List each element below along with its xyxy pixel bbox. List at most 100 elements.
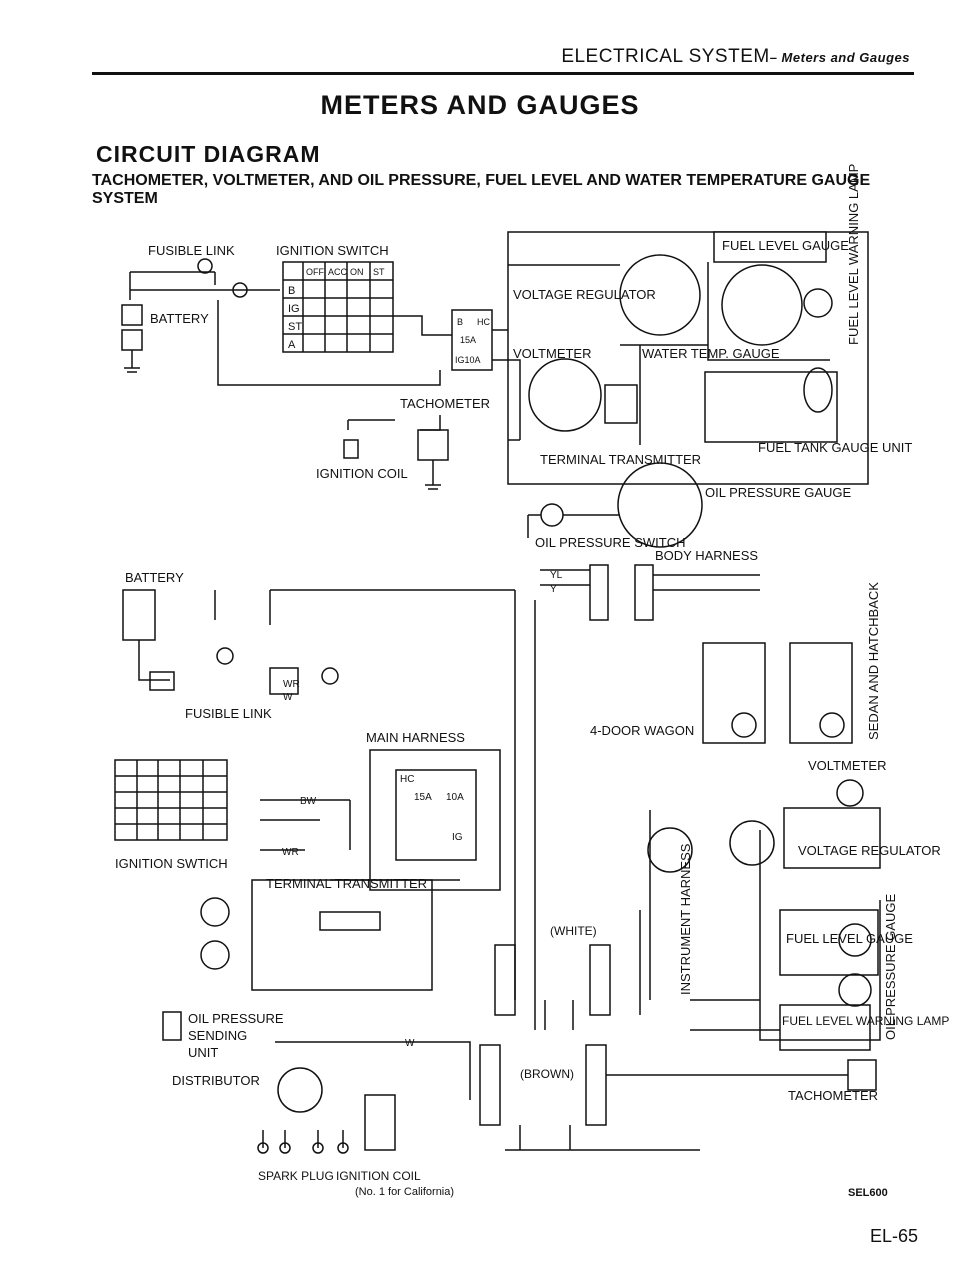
bottom-fuse-15a: 15A — [414, 792, 432, 803]
bottom-tachometer-connector — [847, 1059, 877, 1091]
body-harness-connector-a — [589, 564, 609, 621]
top-cluster-wires — [508, 262, 830, 445]
top-water-temp-label: WATER TEMP. GAUGE — [642, 346, 780, 361]
top-switch-row-b: B — [288, 285, 295, 297]
top-fuel-tank-label: FUEL TANK GAUGE UNIT — [758, 440, 912, 455]
top-fusible-link-label: FUSIBLE LINK — [148, 243, 235, 258]
instrument-wires — [639, 810, 881, 1041]
page-number: EL-65 — [870, 1226, 919, 1246]
bottom-oil-sending-wire — [275, 1041, 471, 1100]
brown-connector-label: (BROWN) — [520, 1067, 574, 1081]
top-oil-switch-wires — [527, 514, 620, 538]
main-harness-label: MAIN HARNESS — [366, 730, 465, 745]
bottom-transmitter-symbol — [319, 911, 381, 931]
wagon-sender-gauge — [731, 712, 757, 738]
top-tach-wire — [347, 415, 441, 431]
top-battery-minus — [121, 329, 143, 351]
top-schematic: FUSIBLE LINK BATTERY IGNITION SWITCH OFF… — [121, 164, 912, 550]
wagon-sender-box — [702, 642, 766, 744]
tach-wire — [606, 1029, 848, 1076]
top-oil-pressure-switch-label: OIL PRESSURE SWITCH — [535, 535, 685, 550]
bottom-fuel-gauge-dial — [838, 923, 872, 957]
top-fuse-u-connector — [197, 258, 213, 274]
page-title: METERS AND GAUGES — [320, 90, 640, 120]
white-connector-label: (WHITE) — [550, 924, 597, 938]
bottom-ignition-coil-note: (No. 1 for California) — [355, 1186, 454, 1198]
bottom-fusible-connector — [269, 667, 299, 695]
bottom-ignition-switch-label: IGNITION SWTICH — [115, 856, 228, 871]
top-fuel-level-gauge — [721, 264, 803, 346]
bottom-voltmeter-label: VOLTMETER — [808, 758, 887, 773]
bottom-fuse-hc: HC — [400, 774, 414, 785]
spark-plug-1 — [257, 1142, 269, 1154]
wire-wr: WR — [283, 679, 300, 690]
top-battery-label: BATTERY — [150, 311, 209, 326]
bottom-fuse-10a: 10A — [446, 792, 464, 803]
body-harness-wires — [540, 569, 760, 591]
top-switch-col-off: OFF — [306, 267, 324, 277]
wire-w-oil: W — [405, 1038, 415, 1049]
harness-wires — [505, 600, 700, 1151]
wire-w: W — [283, 692, 293, 703]
top-fuel-tank-unit-box — [704, 371, 838, 443]
main-harness-box — [369, 749, 501, 891]
top-switch-row-ig: IG — [288, 303, 300, 315]
bottom-oil-sending-unit-label-3: UNIT — [188, 1045, 218, 1060]
spark-plug-4 — [337, 1142, 349, 1154]
figure-code: SEL600 — [848, 1187, 888, 1199]
top-ignition-switch-label: IGNITION SWITCH — [276, 243, 389, 258]
top-fuse-hc: HC — [477, 317, 490, 327]
bottom-tachometer-label: TACHOMETER — [788, 1088, 878, 1103]
running-header: ELECTRICAL SYSTEM– Meters and Gauges — [460, 46, 910, 68]
bottom-fusible-u — [216, 647, 234, 665]
bottom-battery-label: BATTERY — [125, 570, 184, 585]
diagram-subtitle: TACHOMETER, VOLTMETER, AND OIL PRESSURE,… — [92, 172, 871, 207]
top-battery-plus — [121, 304, 143, 326]
bottom-fuse-block — [395, 769, 477, 861]
bottom-spark-plug-wires — [262, 1130, 344, 1148]
header-subsection: – Meters and Gauges — [769, 50, 910, 65]
spark-plug-3 — [312, 1142, 324, 1154]
top-fuel-warning-lamp-label: FUEL LEVEL WARNING LAMP — [846, 164, 861, 345]
top-power-wires — [217, 300, 521, 440]
bottom-warning-lamp-box — [779, 1004, 871, 1051]
top-fuse-15a: 15A — [460, 335, 476, 345]
bottom-distributor-label: DISTRIBUTOR — [172, 1073, 260, 1088]
top-fuel-level-title-box — [713, 231, 827, 263]
bottom-oil-pressure-gauge-label: OIL PRESSURE GAUGE — [883, 894, 898, 1040]
bottom-switch-grid-lines — [115, 760, 227, 840]
top-tachometer-label: TACHOMETER — [400, 396, 490, 411]
bottom-transmitter-connector-b — [200, 940, 230, 970]
sedan-sender-box — [789, 642, 853, 744]
top-ignition-coil-symbol — [343, 439, 359, 459]
top-voltage-regulator-label: VOLTAGE REGULATOR — [513, 287, 656, 302]
bottom-fusible-n — [321, 667, 339, 685]
spark-plug-label: SPARK PLUG — [258, 1169, 334, 1183]
wire-yl: YL — [550, 570, 563, 581]
bottom-transmitter-connector-a — [200, 897, 230, 927]
bottom-ignition-coil-label: IGNITION COIL — [336, 1169, 421, 1183]
bottom-fuse-ig: IG — [452, 832, 463, 843]
header-rule — [92, 72, 914, 75]
wire-bw: BW — [300, 796, 317, 807]
top-tach-ground — [425, 460, 441, 490]
top-fuse-10a: IG10A — [455, 355, 481, 365]
wire-y: Y — [550, 584, 557, 595]
bottom-oil-gauge-dial — [838, 973, 872, 1007]
wire-wr-2: WR — [282, 847, 299, 858]
main-harness-wires — [260, 590, 516, 1000]
bottom-distributor — [277, 1067, 323, 1113]
section-heading: CIRCUIT DIAGRAM — [96, 141, 321, 167]
bottom-voltage-regulator-label: VOLTAGE REGULATOR — [798, 843, 941, 858]
bottom-oil-sending-unit-label-1: OIL PRESSURE — [188, 1011, 284, 1026]
top-water-temp-gauge — [604, 384, 638, 424]
header-section: ELECTRICAL SYSTEM — [561, 46, 770, 67]
top-ignition-coil-label: IGNITION COIL — [316, 466, 408, 481]
top-switch-col-on: ON — [350, 267, 364, 277]
bottom-oil-sending-unit — [162, 1011, 182, 1041]
top-meter-cluster-box — [507, 231, 869, 485]
bottom-transmitter-box — [251, 879, 433, 991]
bottom-fuel-gauge-box — [779, 909, 879, 976]
top-fuel-level-gauge-label: FUEL LEVEL GAUGE — [722, 238, 849, 253]
top-fuel-warning-lamp — [803, 288, 833, 318]
